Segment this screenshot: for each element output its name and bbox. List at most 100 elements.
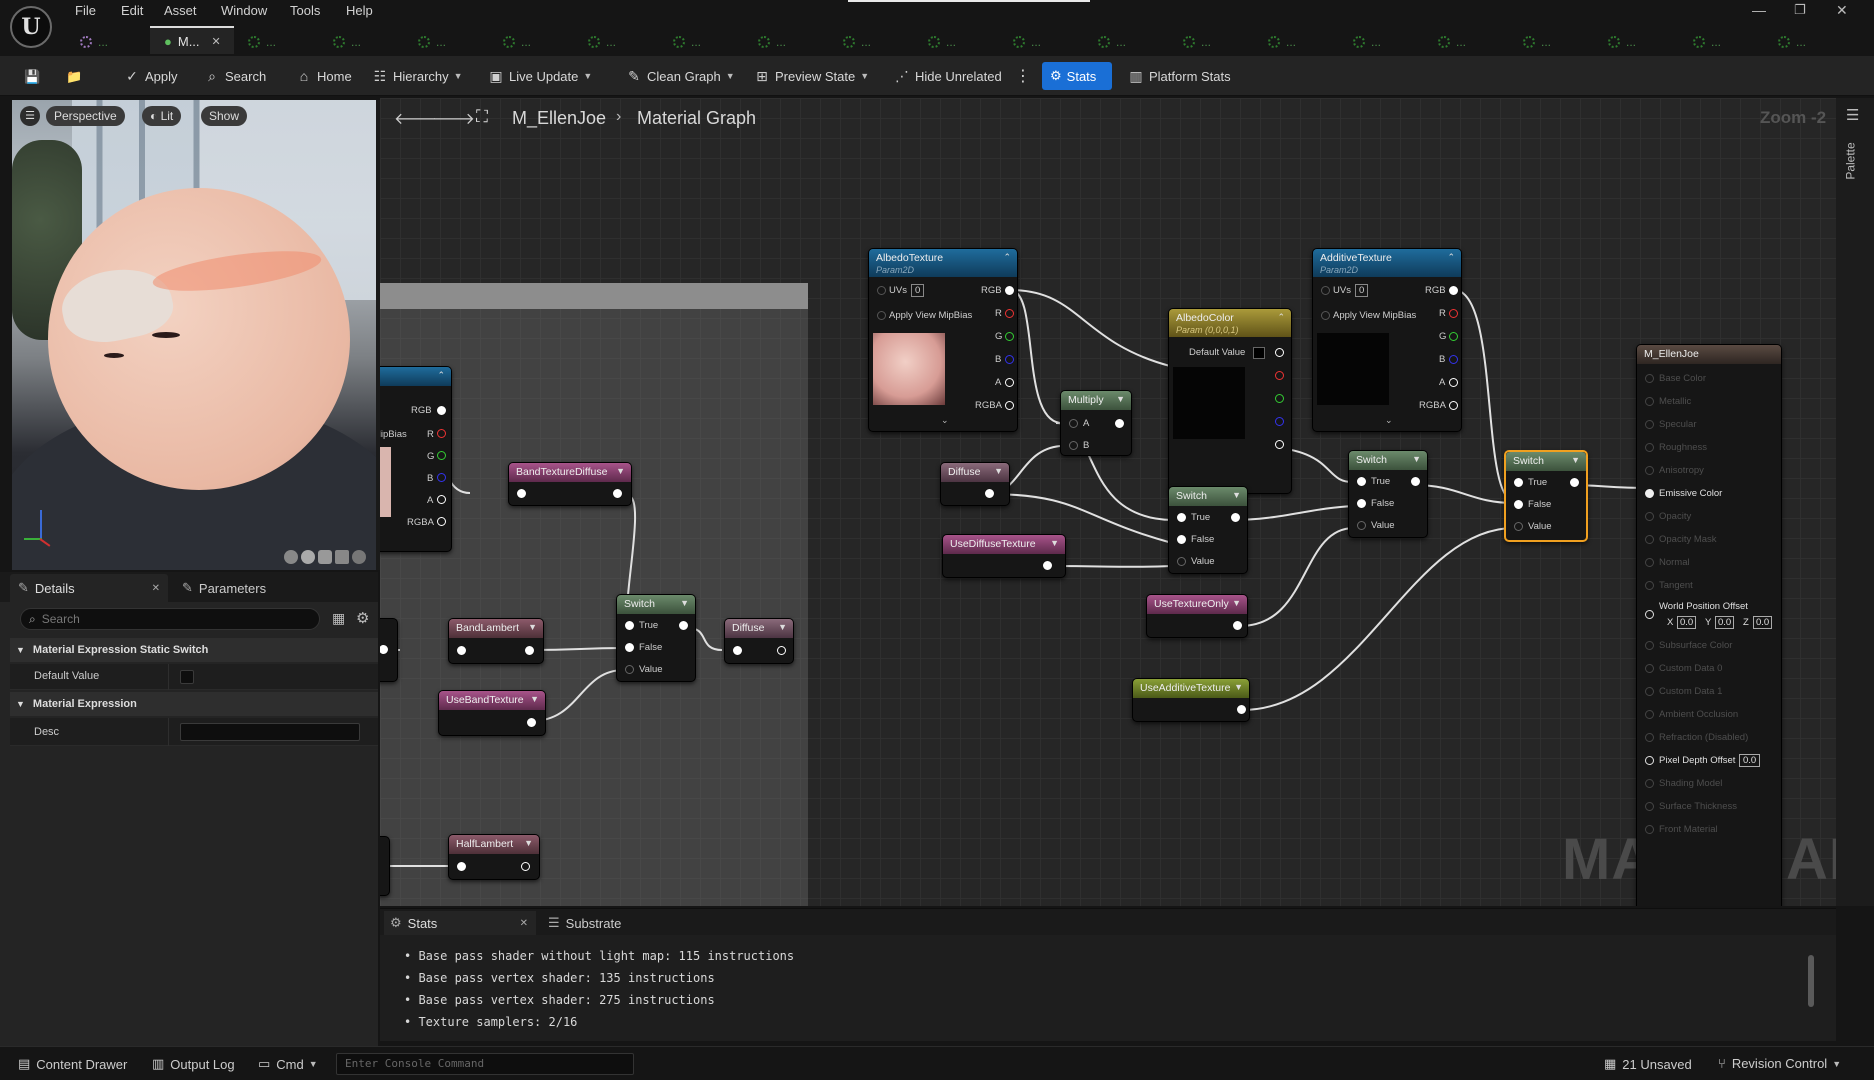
pixel-depth-offset-input[interactable]: 0.0 bbox=[1739, 754, 1761, 767]
pin-rgba[interactable] bbox=[1449, 401, 1458, 410]
details-search-input[interactable]: ⌕Search bbox=[20, 608, 320, 630]
chevron-down-icon[interactable]: ▼ bbox=[778, 622, 787, 632]
pin-out[interactable] bbox=[527, 718, 536, 727]
doc-tab[interactable]: ... bbox=[1183, 30, 1243, 54]
pin-r[interactable] bbox=[1005, 309, 1014, 318]
pin-in[interactable] bbox=[733, 646, 742, 655]
node-partial[interactable] bbox=[380, 836, 390, 896]
doc-tab[interactable]: ... bbox=[248, 30, 308, 54]
node-multiply[interactable]: Multiply▼ A B bbox=[1060, 390, 1132, 456]
pin-g[interactable] bbox=[437, 451, 446, 460]
doc-tab[interactable]: ... bbox=[1268, 30, 1328, 54]
doc-tab[interactable]: ... bbox=[1353, 30, 1413, 54]
pin-out[interactable] bbox=[1570, 478, 1579, 487]
pin-specular[interactable] bbox=[1645, 420, 1654, 429]
node-switch-left[interactable]: Switch▼ True False Value bbox=[616, 594, 696, 682]
tab-details[interactable]: ✎Details✕ bbox=[10, 574, 168, 602]
node-header[interactable]: Multiply▼ bbox=[1061, 391, 1131, 410]
node-header[interactable]: HalfLambert▼ bbox=[449, 835, 539, 854]
tab-parameters[interactable]: ✎Parameters bbox=[178, 574, 266, 602]
pin-out[interactable] bbox=[521, 862, 530, 871]
hide-unrelated-button[interactable]: ⋰Hide Unrelated bbox=[894, 65, 1002, 87]
stats-button[interactable]: ⚙Stats bbox=[1042, 62, 1112, 90]
pin-uvs[interactable] bbox=[877, 286, 886, 295]
pin-r[interactable] bbox=[1275, 371, 1284, 380]
pin-out[interactable] bbox=[1043, 561, 1052, 570]
pin-out[interactable] bbox=[985, 489, 994, 498]
pin-rgb[interactable] bbox=[1449, 286, 1458, 295]
doc-tab[interactable]: ... bbox=[503, 30, 563, 54]
node-header[interactable]: ⌃ bbox=[380, 367, 451, 386]
chevron-down-icon[interactable]: ▼ bbox=[1232, 598, 1241, 608]
palette-tab[interactable]: Palette bbox=[1843, 142, 1858, 180]
gear-icon[interactable]: ⚙ bbox=[356, 610, 370, 627]
pin-in[interactable] bbox=[517, 489, 526, 498]
apply-button[interactable]: ✓Apply bbox=[124, 65, 177, 87]
cube-icon[interactable] bbox=[335, 550, 349, 564]
doc-tab[interactable]: ... bbox=[418, 30, 478, 54]
show-button[interactable]: Show bbox=[201, 106, 248, 126]
menu-tools[interactable]: Tools bbox=[290, 3, 321, 18]
pin-out[interactable] bbox=[1411, 477, 1420, 486]
close-tab-icon[interactable]: ✕ bbox=[211, 35, 221, 48]
pin-surface-thickness[interactable] bbox=[1645, 802, 1654, 811]
forward-arrow-icon[interactable]: 🡒 bbox=[432, 111, 475, 128]
doc-tab[interactable]: ... bbox=[673, 30, 733, 54]
pin-out[interactable] bbox=[1237, 705, 1246, 714]
section-static-switch[interactable]: ▼Material Expression Static Switch bbox=[10, 638, 378, 662]
sphere-icon[interactable] bbox=[301, 550, 315, 564]
pin-rgb[interactable] bbox=[437, 406, 446, 415]
revision-control-button[interactable]: ⑂Revision Control▼ bbox=[1718, 1056, 1841, 1071]
pin-a[interactable] bbox=[437, 495, 446, 504]
collapse-icon[interactable]: ⌃ bbox=[1003, 252, 1011, 262]
doc-tab-active[interactable]: ●M...✕ bbox=[150, 26, 234, 54]
doc-tab[interactable]: ... bbox=[1098, 30, 1158, 54]
chevron-down-icon[interactable]: ▼ bbox=[1412, 454, 1421, 464]
pin-tangent[interactable] bbox=[1645, 581, 1654, 590]
node-switch-right-mid[interactable]: Switch▼ True False Value bbox=[1348, 450, 1428, 538]
chevron-down-icon[interactable]: ▼ bbox=[1232, 490, 1241, 500]
chevron-down-icon[interactable]: ▼ bbox=[1234, 682, 1243, 692]
doc-tab[interactable]: ... bbox=[843, 30, 903, 54]
chevron-down-icon[interactable]: ⌄ bbox=[1385, 415, 1393, 425]
pin-b[interactable] bbox=[1005, 355, 1014, 364]
wpo-z-input[interactable]: 0.0 bbox=[1753, 616, 1773, 629]
plane-icon[interactable] bbox=[318, 550, 332, 564]
breadcrumb-root[interactable]: M_EllenJoe bbox=[512, 108, 607, 128]
pin-b[interactable] bbox=[1449, 355, 1458, 364]
stats-scrollbar[interactable] bbox=[1808, 955, 1814, 1007]
node-header[interactable]: BandTextureDiffuse▼ bbox=[509, 463, 631, 482]
node-header[interactable]: UseTextureOnly▼ bbox=[1147, 595, 1247, 614]
pin-out[interactable] bbox=[777, 646, 786, 655]
pin-r[interactable] bbox=[437, 429, 446, 438]
node-use-diffuse-texture[interactable]: UseDiffuseTexture▼ bbox=[942, 534, 1066, 578]
pin-false[interactable] bbox=[1177, 535, 1186, 544]
pin-false[interactable] bbox=[1357, 499, 1366, 508]
pin-mipbias[interactable] bbox=[877, 311, 886, 320]
section-material-expression[interactable]: ▼Material Expression bbox=[10, 692, 378, 716]
pin-in[interactable] bbox=[457, 646, 466, 655]
chevron-down-icon[interactable]: ▼ bbox=[1571, 455, 1580, 465]
browse-icon[interactable]: 📁 bbox=[66, 69, 83, 84]
pin-value[interactable] bbox=[625, 665, 634, 674]
menu-window[interactable]: Window bbox=[221, 3, 268, 18]
table-view-icon[interactable]: ▦ bbox=[332, 610, 346, 626]
pin-rgb[interactable] bbox=[1005, 286, 1014, 295]
pin-world-position-offset[interactable] bbox=[1645, 610, 1654, 619]
pin-true[interactable] bbox=[625, 621, 634, 630]
node-left-texture[interactable]: ⌃ MipBias RGB R G B A RGBA bbox=[380, 366, 452, 552]
chevron-down-icon[interactable]: ▼ bbox=[1116, 394, 1125, 404]
viewport-menu-icon[interactable]: ☰ bbox=[20, 106, 40, 126]
preview-viewport[interactable]: ☰ Perspective ◐ Lit Show bbox=[12, 100, 376, 570]
node-header[interactable]: M_EllenJoe bbox=[1637, 345, 1781, 364]
chevron-down-icon[interactable]: ▼ bbox=[680, 598, 689, 608]
chevron-down-icon[interactable]: ▼ bbox=[616, 466, 625, 476]
clean-graph-button[interactable]: ✎Clean Graph▼ bbox=[626, 65, 735, 87]
pin-front-material[interactable] bbox=[1645, 825, 1654, 834]
pin-true[interactable] bbox=[1514, 478, 1523, 487]
node-partial[interactable] bbox=[380, 618, 398, 682]
